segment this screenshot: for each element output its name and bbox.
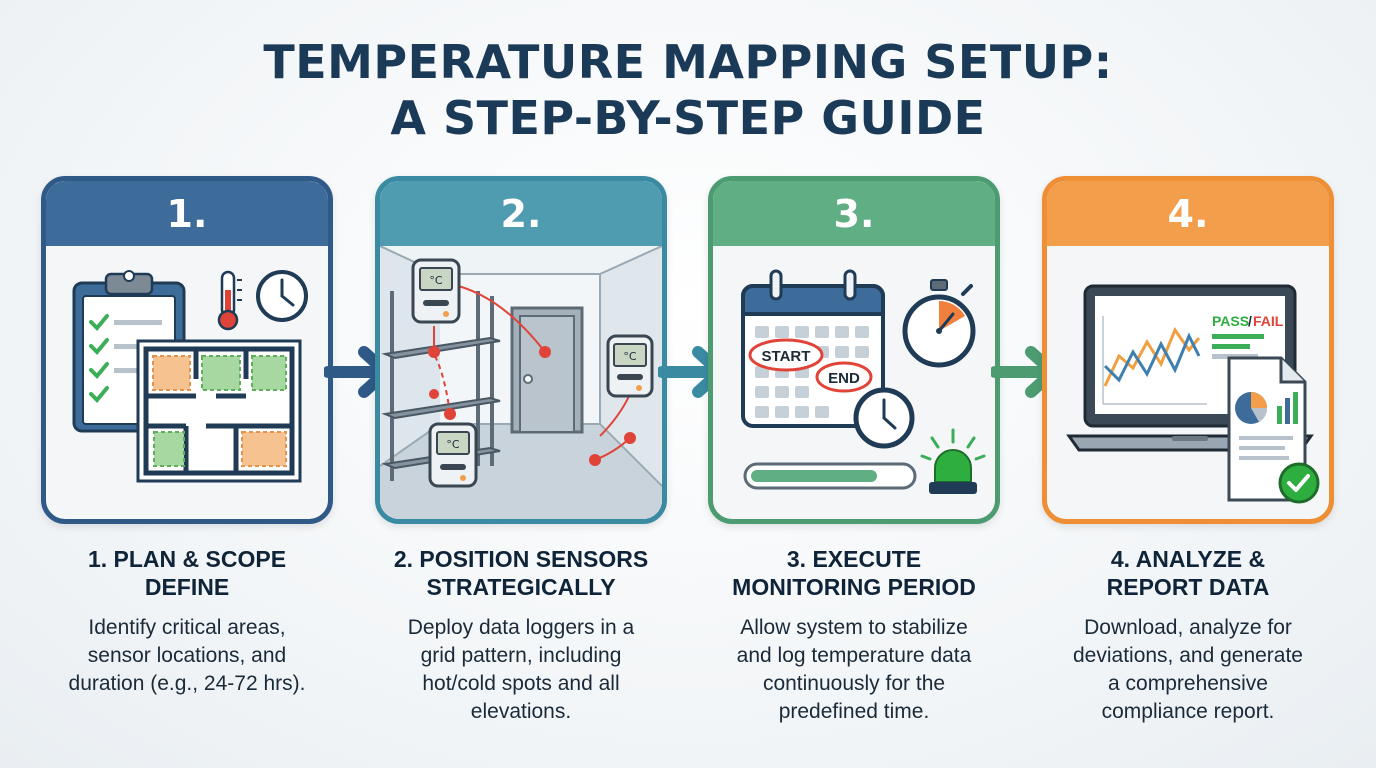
step-desc-3-line: and log temperature data: [736, 644, 972, 667]
report-icon: [1227, 356, 1307, 502]
logger-readout: °C: [623, 350, 637, 363]
clock-icon: [256, 270, 308, 322]
pie-chart-icon: [1235, 392, 1268, 424]
step-desc-2-line: hot/cold spots and all: [422, 672, 620, 695]
step-number-2: 2.: [380, 181, 662, 246]
step-illustration-2: °C °C °C: [380, 246, 662, 519]
step-card-1: 1.: [41, 176, 333, 524]
step-title-2-line-2: STRATEGICALLY: [426, 574, 616, 600]
clock-icon: [853, 387, 915, 449]
step-illustration-3: START END: [713, 246, 995, 519]
step-desc-2: Deploy data loggers in a grid pattern, i…: [361, 614, 681, 726]
data-logger-icon: °C: [428, 422, 478, 488]
step-desc-4: Download, analyze for deviations, and ge…: [1028, 614, 1348, 726]
step-title-1-line-2: DEFINE: [144, 574, 230, 600]
step-title-2: 2. POSITION SENSORS STRATEGICALLY: [361, 545, 681, 601]
calendar-icon: START END: [741, 269, 885, 428]
logger-readout: °C: [429, 274, 443, 287]
green-light-icon: [920, 428, 986, 494]
step-title-4-line-2: REPORT DATA: [1106, 574, 1270, 600]
step-desc-1: Identify critical areas, sensor location…: [27, 614, 347, 698]
step-desc-2-line: Deploy data loggers in a: [407, 616, 635, 639]
step-desc-4-line: deviations, and generate: [1072, 644, 1303, 667]
step-title-2-line-1: 2. POSITION SENSORS: [393, 546, 649, 572]
step-title-1: 1. PLAN & SCOPE DEFINE: [27, 545, 347, 601]
thermometer-icon: [217, 270, 242, 331]
step-desc-2-line: elevations.: [470, 700, 572, 723]
logger-readout: °C: [446, 438, 460, 451]
step-title-1-line-1: 1. PLAN & SCOPE: [87, 546, 287, 572]
data-logger-icon: °C: [411, 258, 461, 324]
step-desc-1-line: duration (e.g., 24-72 hrs).: [68, 672, 306, 695]
step-title-3: 3. EXECUTE MONITORING PERIOD: [694, 545, 1014, 601]
fail-label: FAIL: [1253, 313, 1284, 329]
connection-lines: [428, 283, 636, 466]
step-desc-3-line: predefined time.: [778, 700, 930, 723]
step-desc-3-line: continuously for the: [762, 672, 946, 695]
step-desc-1-line: Identify critical areas,: [88, 616, 286, 639]
floor-plan-icon: [136, 339, 302, 483]
step-title-3-line-2: MONITORING PERIOD: [732, 574, 976, 600]
step-desc-4-line: a comprehensive: [1108, 672, 1268, 695]
step-card-2: 2.: [375, 176, 667, 524]
step-desc-2-line: grid pattern, including: [420, 644, 622, 667]
step-number-1: 1.: [46, 181, 328, 246]
step-title-4: 4. ANALYZE & REPORT DATA: [1028, 545, 1348, 601]
stopwatch-icon: [902, 279, 976, 368]
step-desc-3-line: Allow system to stabilize: [740, 616, 968, 639]
progress-fill: [751, 470, 877, 482]
step-illustration-4: PASS / FAIL: [1047, 246, 1329, 519]
title-line-1: TEMPERATURE MAPPING SETUP:: [263, 35, 1113, 89]
step-title-3-line-1: 3. EXECUTE: [786, 546, 922, 572]
step-desc-4-line: Download, analyze for: [1084, 616, 1292, 639]
page-title: TEMPERATURE MAPPING SETUP: A STEP-BY-STE…: [0, 34, 1376, 146]
step-desc-3: Allow system to stabilize and log temper…: [694, 614, 1014, 726]
title-line-2: A STEP-BY-STEP GUIDE: [390, 91, 986, 145]
data-logger-icon: °C: [606, 334, 654, 398]
step-card-4: 4. PASS / FAIL: [1042, 176, 1334, 524]
calendar-start-label: START: [762, 348, 811, 365]
step-illustration-1: [46, 246, 328, 519]
step-number-4: 4.: [1047, 181, 1329, 246]
checkmark-icon: [1278, 462, 1320, 504]
step-card-3: 3.: [708, 176, 1000, 524]
door-icon: [510, 306, 584, 434]
progress-bar: [743, 462, 917, 490]
pass-fail-separator: /: [1248, 313, 1252, 329]
step-desc-1-line: sensor locations, and: [87, 644, 287, 667]
step-desc-4-line: compliance report.: [1101, 700, 1275, 723]
step-title-4-line-1: 4. ANALYZE &: [1110, 546, 1266, 572]
calendar-end-label: END: [828, 370, 860, 387]
pass-label: PASS: [1212, 313, 1249, 329]
step-number-3: 3.: [713, 181, 995, 246]
